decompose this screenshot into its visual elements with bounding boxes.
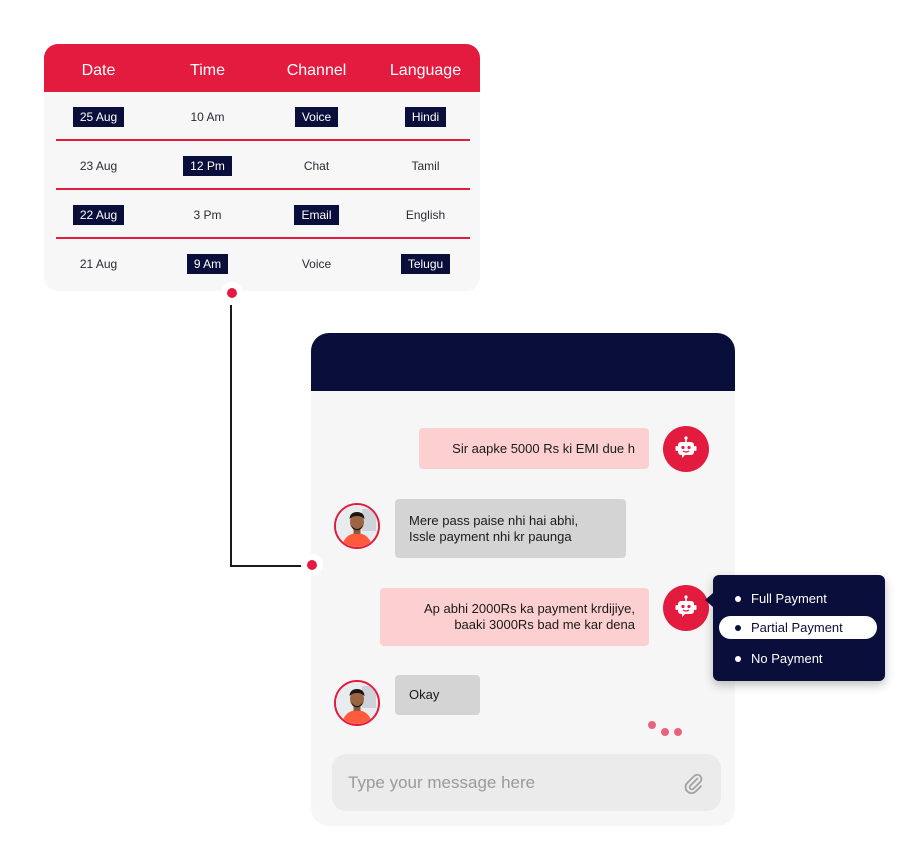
bot-avatar	[663, 585, 709, 631]
row-divider	[56, 188, 470, 190]
header-time: Time	[190, 62, 225, 79]
robot-icon	[675, 595, 697, 617]
option-no-payment[interactable]: No Payment	[719, 647, 877, 670]
header-language: Language	[389, 62, 462, 79]
channel-cell: Email	[294, 204, 339, 225]
language-cell: Telugu	[400, 253, 451, 274]
date-cell: 23 Aug	[79, 158, 118, 173]
user-photo-icon	[336, 682, 378, 724]
connector-line-vertical	[230, 305, 232, 567]
bot-message: Sir aapke 5000 Rs ki EMI due h	[419, 428, 649, 469]
user-message: Mere pass paise nhi hai abhi, Issle paym…	[395, 499, 626, 558]
language-cell: Tamil	[411, 158, 440, 173]
paperclip-icon[interactable]	[681, 771, 705, 795]
language-cell: English	[405, 207, 446, 222]
language-cell: Hindi	[404, 106, 447, 127]
bot-avatar	[663, 426, 709, 472]
channel-cell: Voice	[294, 106, 339, 127]
chat-window: Sir aapke 5000 Rs ki EMI due h Mere	[311, 333, 735, 826]
row-divider	[56, 139, 470, 141]
header-date: Date	[81, 62, 116, 79]
option-full-payment[interactable]: Full Payment	[719, 587, 877, 610]
table-row[interactable]: 22 Aug 3 Pm Email English	[44, 190, 480, 239]
user-photo-icon	[336, 505, 378, 547]
connector-dot-bottom	[301, 554, 323, 576]
date-cell: 25 Aug	[72, 106, 125, 127]
user-avatar	[334, 503, 380, 549]
message-input-bar	[332, 754, 721, 811]
payment-options-menu: Full Payment Partial Payment No Payment	[705, 575, 885, 681]
connector-line-horizontal	[230, 565, 302, 567]
schedule-header-row: Date Time Channel Language	[44, 44, 480, 92]
robot-icon	[675, 436, 697, 458]
time-cell: 10 Am	[190, 109, 225, 124]
user-message: Okay	[395, 675, 480, 715]
table-row[interactable]: 25 Aug 10 Am Voice Hindi	[44, 92, 480, 141]
schedule-body: 25 Aug 10 Am Voice Hindi 23 Aug 12 Pm Ch…	[44, 92, 480, 288]
bot-message: Ap abhi 2000Rs ka payment krdijiye, baak…	[380, 588, 649, 646]
message-input[interactable]	[348, 772, 681, 793]
time-cell: 12 Pm	[183, 155, 232, 176]
option-partial-payment[interactable]: Partial Payment	[719, 616, 877, 639]
connector-dot-top	[221, 282, 243, 304]
bullet-icon	[735, 655, 741, 662]
table-row[interactable]: 21 Aug 9 Am Voice Telugu	[44, 239, 480, 288]
user-avatar	[334, 680, 380, 726]
schedule-table: Date Time Channel Language 25 Aug 10 Am …	[44, 44, 480, 291]
date-cell: 21 Aug	[79, 256, 118, 271]
typing-indicator-dot	[648, 721, 656, 729]
typing-indicator-dot	[674, 728, 682, 736]
date-cell: 22 Aug	[72, 204, 125, 225]
header-channel: Channel	[286, 62, 347, 79]
bullet-icon	[735, 624, 741, 631]
chat-header	[311, 333, 735, 391]
time-cell: 9 Am	[186, 253, 229, 274]
row-divider	[56, 237, 470, 239]
bullet-icon	[735, 595, 741, 602]
table-row[interactable]: 23 Aug 12 Pm Chat Tamil	[44, 141, 480, 190]
channel-cell: Chat	[303, 158, 330, 173]
typing-indicator-dot	[661, 728, 669, 736]
channel-cell: Voice	[301, 256, 332, 271]
time-cell: 3 Pm	[193, 207, 222, 222]
